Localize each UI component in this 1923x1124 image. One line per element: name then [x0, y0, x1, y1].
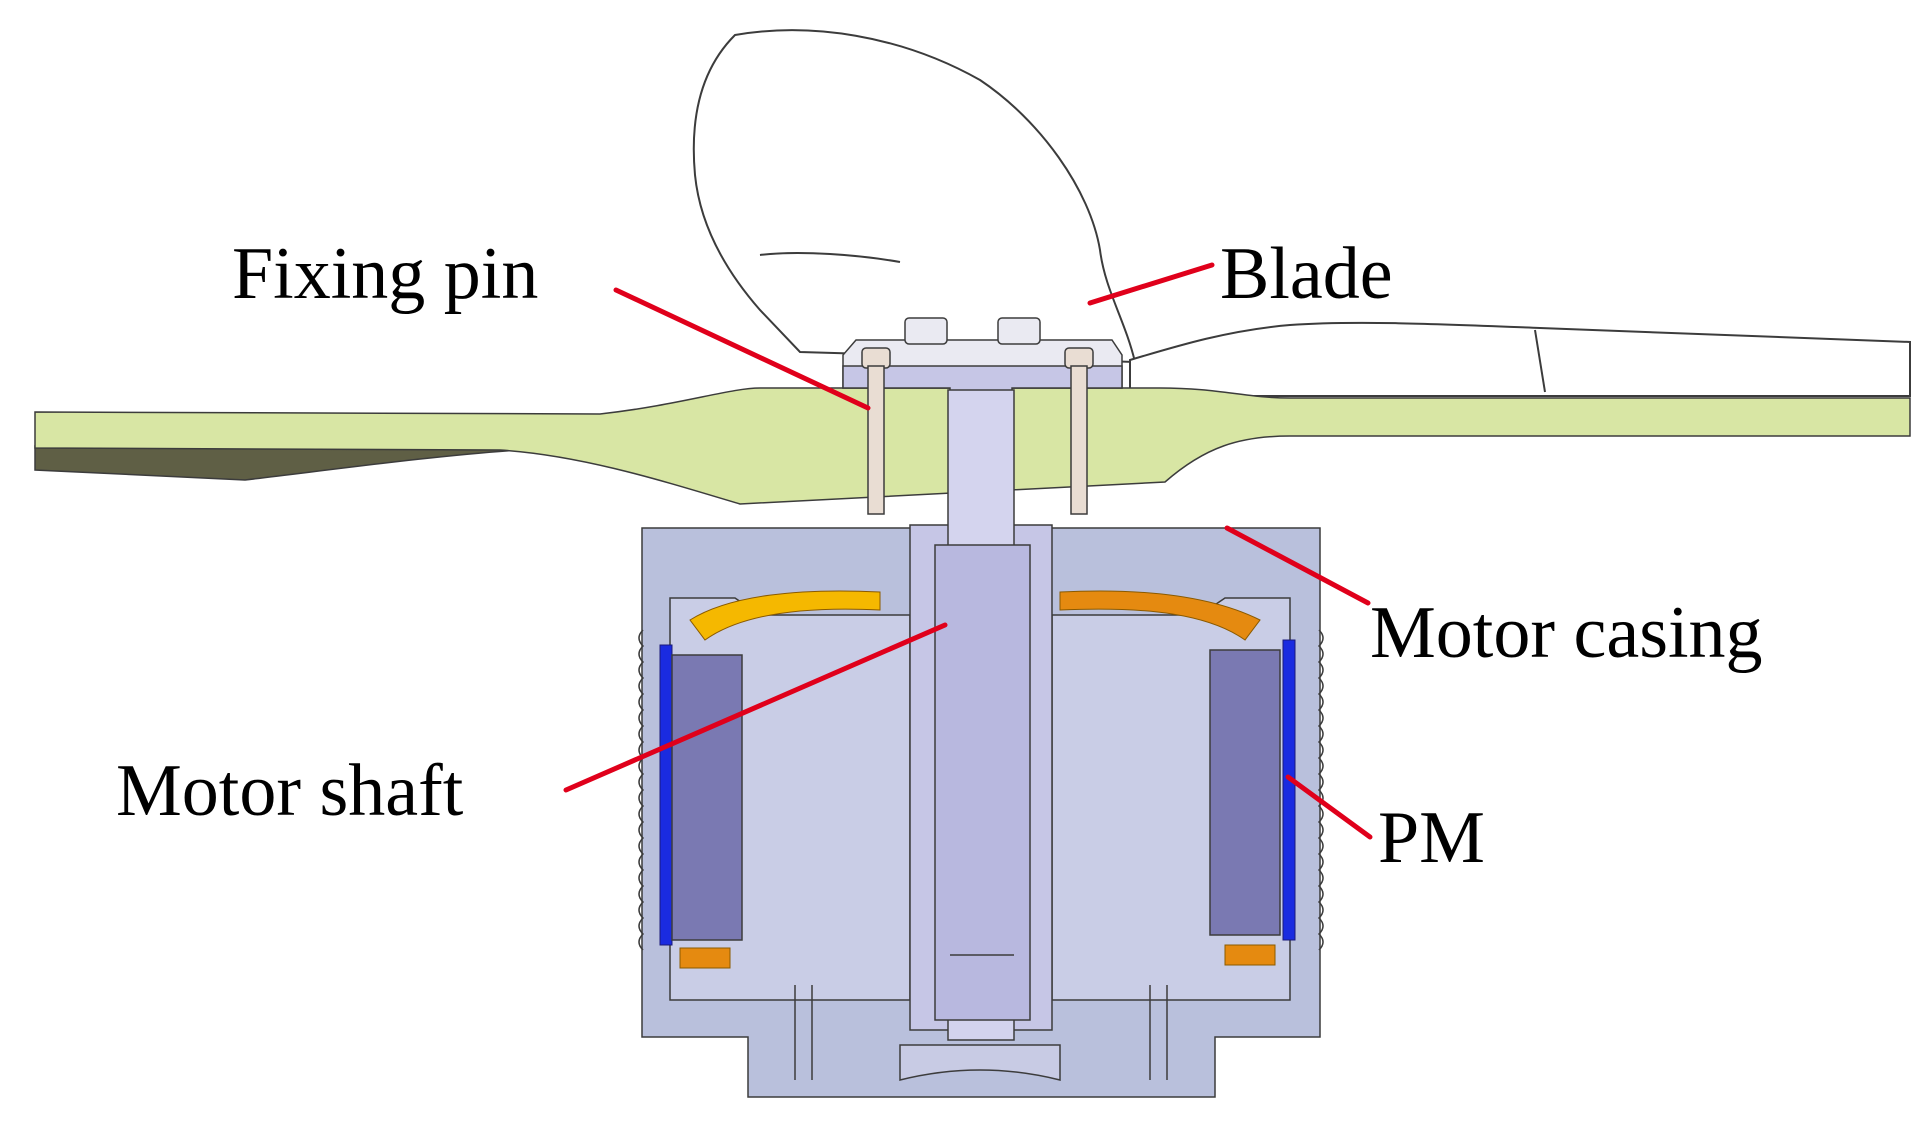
leader-line-motor-shaft [563, 622, 948, 793]
leader-line-blade [1087, 262, 1215, 306]
label-fixing-pin: Fixing pin [232, 233, 538, 315]
label-pm: PM [1378, 797, 1485, 879]
label-blade: Blade [1220, 233, 1393, 315]
leader-line-motor-casing [1224, 525, 1371, 606]
blade-shadow [34, 445, 521, 481]
leader-lines [563, 262, 1373, 840]
leader-line-fixing-pin [613, 287, 871, 411]
label-motor-shaft: Motor shaft [116, 750, 464, 832]
windings [679, 590, 1276, 969]
motor-shaft [842, 365, 1123, 1041]
fixing-pins [861, 347, 1094, 515]
label-motor-casing: Motor casing [1370, 592, 1763, 674]
leader-line-pm [1285, 774, 1373, 840]
stator-cores [671, 649, 1281, 941]
upper-blade [692, 29, 1911, 397]
labels: Fixing pin Blade Motor casing Motor shaf… [116, 233, 1763, 879]
